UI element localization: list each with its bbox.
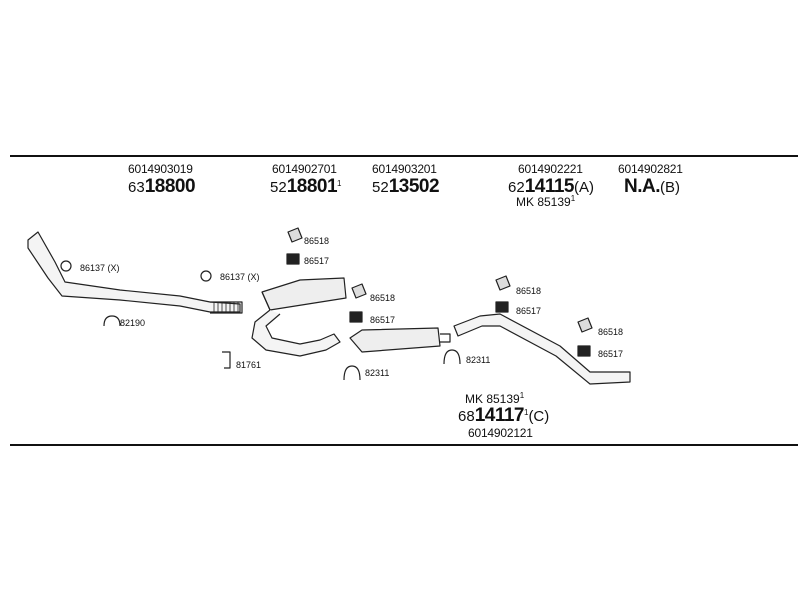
part-code-3: 5213502 [372, 176, 440, 197]
label-86517-middle: 86517 [370, 315, 396, 325]
rear-muffler [349, 327, 441, 353]
part-number-3: 6014903201 [372, 162, 437, 176]
part-code-4: 6214115(A) [508, 176, 594, 197]
part-number-1: 6014903019 [128, 162, 193, 176]
label-86518-middle: 86518 [370, 293, 396, 303]
label-86517-front: 86517 [304, 256, 330, 266]
part-number-4: 6014902221 [518, 162, 583, 176]
label-81761: 81761 [236, 360, 262, 370]
label-86518-tail: 86518 [598, 327, 624, 337]
label-82190: 82190 [120, 318, 146, 328]
bottom-rule [10, 444, 798, 446]
part-code-2: 52188011 [270, 176, 342, 197]
label-82311-middle: 82311 [365, 368, 390, 378]
label-86517-tail: 86517 [598, 349, 624, 359]
kit-code-4: MK 851391 [516, 194, 576, 209]
part-number-bottom: 6014902121 [468, 426, 533, 440]
label-82311-rear: 82311 [466, 355, 491, 365]
middle-pipe [251, 309, 341, 357]
part-number-2: 6014902701 [272, 162, 337, 176]
front-muffler [261, 277, 347, 311]
part-code-5: N.A.(B) [624, 176, 680, 197]
part-code-1: 6318800 [128, 176, 196, 197]
front-pipe [27, 231, 241, 313]
label-86518-front: 86518 [304, 236, 330, 246]
label-86517-rear: 86517 [516, 306, 542, 316]
label-86137-flex: 86137 (X) [220, 272, 260, 282]
part-number-5: 6014902821 [618, 162, 683, 176]
kit-code-bottom: MK 851391 [465, 391, 525, 406]
label-86518-rear: 86518 [516, 286, 542, 296]
tail-pipe [453, 313, 631, 385]
label-86137-front: 86137 (X) [80, 263, 120, 273]
top-rule [10, 155, 798, 157]
part-code-bottom: 68141171(C) [458, 405, 550, 426]
